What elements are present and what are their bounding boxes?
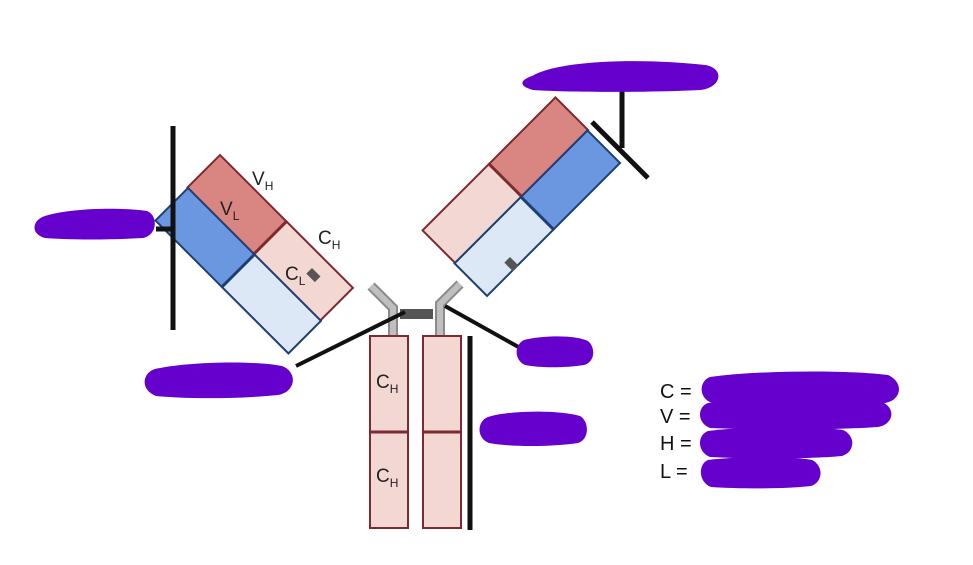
fc-stem: CH CH: [369, 335, 462, 529]
redactions: [34, 61, 899, 489]
vl-label: VL: [220, 199, 240, 223]
key-l: L =: [660, 461, 688, 483]
stem-right-lower: [422, 431, 462, 529]
ch-stem-label-1: CH: [376, 372, 398, 396]
redaction-hinge-left: [144, 362, 293, 399]
vh-label: VH: [252, 169, 273, 193]
key-h: H =: [660, 433, 692, 455]
left-arm-disulfide: [306, 268, 321, 283]
ch-arm-label: CH: [318, 228, 340, 252]
stem-left-upper: [369, 335, 409, 433]
stem-right-upper: [422, 335, 462, 433]
hinge-pointer-right: [444, 304, 523, 351]
stem-left-lower: [369, 431, 409, 529]
redaction-stem: [479, 411, 587, 446]
key-v: V =: [660, 406, 691, 428]
redaction-top-right: [522, 61, 719, 92]
cl-label: CL: [285, 264, 306, 288]
redaction-left-arm: [34, 208, 155, 240]
redaction-key-c: [701, 371, 899, 406]
redaction-hinge-right: [516, 336, 594, 368]
left-arm: VH VL CH CL: [154, 153, 355, 355]
right-arm-disulfide: [504, 257, 519, 272]
abbreviation-key: C = V = H = L =: [660, 381, 692, 483]
hinge-pointer-left: [295, 310, 406, 368]
key-c: C =: [660, 381, 692, 403]
right-arm: [421, 96, 622, 298]
redaction-key-h: [699, 427, 853, 459]
redaction-key-l: [700, 457, 821, 489]
pointer-lines: [156, 87, 650, 530]
hinge-disulfide: [400, 309, 433, 319]
top-right-bracket: [590, 120, 650, 180]
hinge-region: [367, 280, 464, 336]
redaction-key-v: [699, 398, 892, 430]
ch-stem-label-2: CH: [376, 466, 398, 490]
